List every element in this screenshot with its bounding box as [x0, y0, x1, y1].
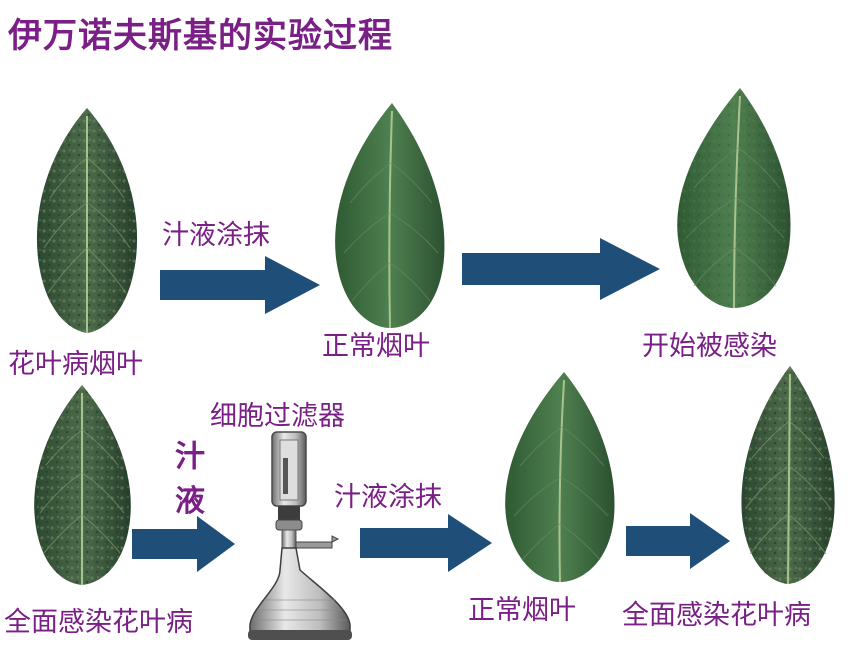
- arrow-right-icon: [160, 256, 320, 314]
- page-title: 伊万诺夫斯基的实验过程: [8, 16, 393, 56]
- diseased-leaf-image: [30, 385, 135, 585]
- arrow-right-icon: [626, 513, 730, 569]
- diseased-leaf-label: 花叶病烟叶: [8, 349, 143, 380]
- smear-label-2: 汁液涂抹: [334, 482, 442, 513]
- sap-label: 汁 液: [169, 440, 204, 517]
- infected-leaf-image: [672, 88, 794, 308]
- fully-infected-leaf-label-2: 全面感染花叶病: [622, 600, 811, 631]
- diseased-leaf-image: [32, 108, 142, 333]
- normal-leaf-image: [500, 372, 618, 582]
- infected-leaf-label: 开始被感染: [642, 331, 777, 362]
- normal-leaf-image: [330, 103, 448, 328]
- normal-leaf-label: 正常烟叶: [322, 331, 430, 362]
- fully-infected-leaf-label: 全面感染花叶病: [4, 607, 193, 638]
- diseased-leaf-image: [738, 366, 838, 584]
- cell-filter-apparatus: [240, 430, 360, 642]
- normal-leaf-label-2: 正常烟叶: [468, 595, 576, 626]
- smear-label-1: 汁液涂抹: [162, 220, 270, 251]
- cell-filter-label: 细胞过滤器: [210, 401, 345, 432]
- arrow-right-icon: [360, 514, 492, 572]
- arrow-right-icon: [462, 238, 660, 300]
- arrow-right-icon: [132, 516, 235, 572]
